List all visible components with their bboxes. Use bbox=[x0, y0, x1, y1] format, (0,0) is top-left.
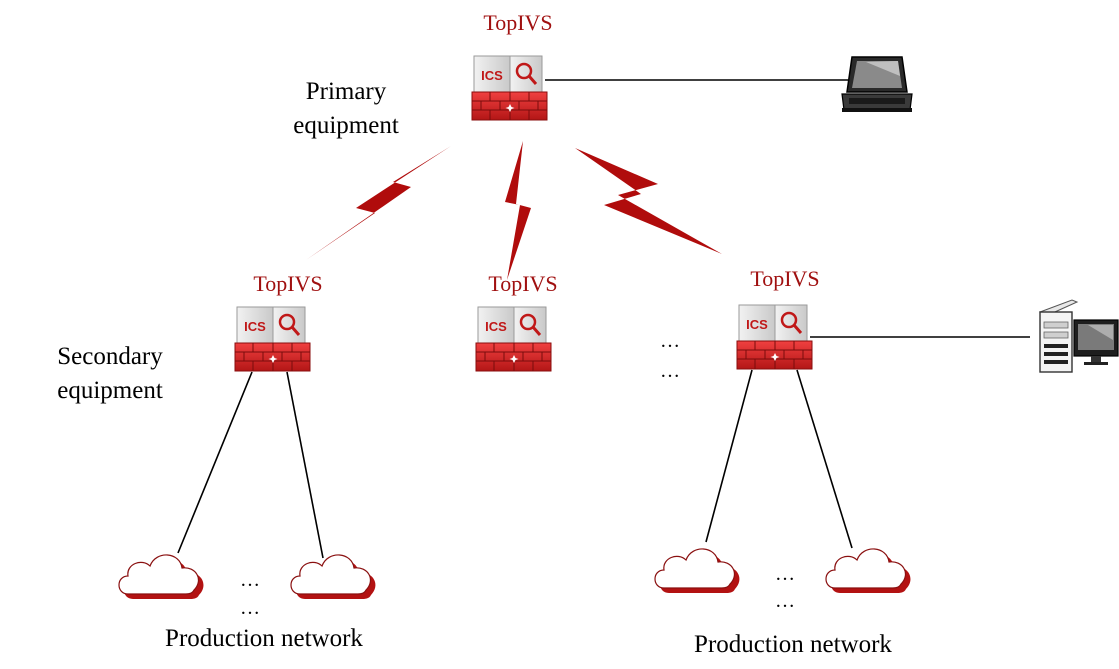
cloud-icon bbox=[118, 554, 205, 600]
tier-label-secondary-line2: equipment bbox=[57, 377, 163, 404]
device-label: TopIVS bbox=[253, 271, 322, 296]
server-workstation-icon bbox=[1038, 299, 1119, 373]
link-s1-cloud-b bbox=[286, 371, 324, 559]
ellipsis: … bbox=[240, 597, 260, 619]
tier-label-primary-line1: Primary bbox=[306, 78, 387, 105]
device-label: TopIVS bbox=[488, 271, 557, 296]
ellipsis: … bbox=[775, 590, 795, 612]
production-network-label-right: Production network bbox=[694, 631, 892, 658]
wireless-link-icon bbox=[306, 146, 451, 260]
laptop-icon bbox=[841, 56, 913, 112]
production-network-label-left: Production network bbox=[165, 625, 363, 652]
device-label: TopIVS bbox=[483, 10, 552, 35]
firewall-icon bbox=[233, 305, 312, 373]
tier-label-primary-line2: equipment bbox=[293, 112, 399, 139]
link-s3-cloud-a bbox=[705, 369, 753, 543]
cloud-icon bbox=[825, 548, 912, 594]
link-s1-cloud-a bbox=[177, 371, 253, 554]
topivs-primary: TopIVS bbox=[470, 10, 553, 122]
firewall-icon bbox=[735, 303, 814, 371]
device-label: TopIVS bbox=[750, 266, 819, 291]
tier-label-secondary-line1: Secondary bbox=[57, 343, 163, 370]
wireless-link-icon bbox=[575, 148, 722, 254]
firewall-icon bbox=[474, 305, 553, 373]
cloud-icon bbox=[654, 548, 741, 594]
topivs-secondary-1: TopIVS bbox=[233, 271, 323, 373]
ellipsis: … bbox=[660, 360, 680, 382]
ellipsis: … bbox=[240, 569, 260, 591]
topivs-secondary-2: TopIVS bbox=[474, 271, 558, 373]
ellipsis: … bbox=[660, 330, 680, 352]
cloud-icon bbox=[290, 554, 377, 600]
ellipsis: … bbox=[775, 563, 795, 585]
wireless-link-icon bbox=[505, 141, 531, 280]
link-s3-cloud-b bbox=[796, 369, 853, 549]
firewall-icon bbox=[470, 54, 549, 122]
topivs-secondary-3: TopIVS bbox=[735, 266, 820, 371]
